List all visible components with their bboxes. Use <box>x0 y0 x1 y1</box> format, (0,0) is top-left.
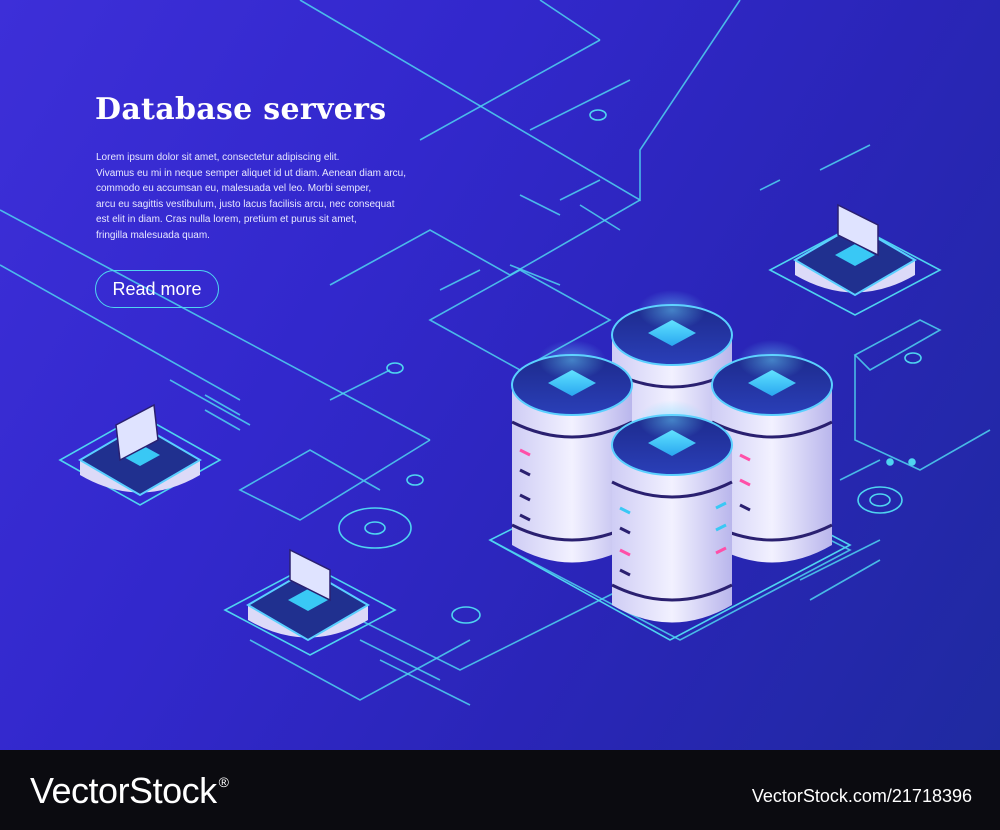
description-line: Lorem ipsum dolor sit amet, consectetur … <box>96 152 340 163</box>
read-more-button[interactable]: Read more <box>95 270 219 308</box>
server-icon <box>611 400 733 623</box>
description-line: arcu eu sagittis vestibulum, justo lacus… <box>96 198 395 210</box>
footer-bar <box>0 750 1000 830</box>
description-line: est elit in diam. Cras nulla lorem, pret… <box>96 214 357 225</box>
server-icon <box>511 340 633 563</box>
server-icon <box>711 340 833 563</box>
page-title: Database servers <box>95 92 387 127</box>
registered-mark: ® <box>218 774 229 790</box>
description-line: fringilla malesuada quam. <box>96 229 210 241</box>
description-line: Vivamus eu mi in neque semper aliquet id… <box>96 167 406 179</box>
image-id-label: VectorStock.com/21718396 <box>751 786 972 806</box>
circuit-node-icon <box>338 109 922 624</box>
laptop-icon <box>768 203 942 316</box>
description-line: commodo eu accumsan eu, malesuada vel le… <box>96 183 372 194</box>
brand-name: VectorStock <box>30 770 217 811</box>
description-text: Lorem ipsum dolor sit amet, consectetur … <box>96 150 426 243</box>
hero-banner: Database servers Lorem ipsum dolor sit a… <box>0 0 1000 750</box>
circuit-lines <box>0 0 991 706</box>
isometric-illustration <box>0 0 991 706</box>
laptop-icon <box>58 403 222 506</box>
laptop-icon <box>223 548 397 656</box>
brand-logo[interactable]: VectorStock® <box>30 770 229 812</box>
